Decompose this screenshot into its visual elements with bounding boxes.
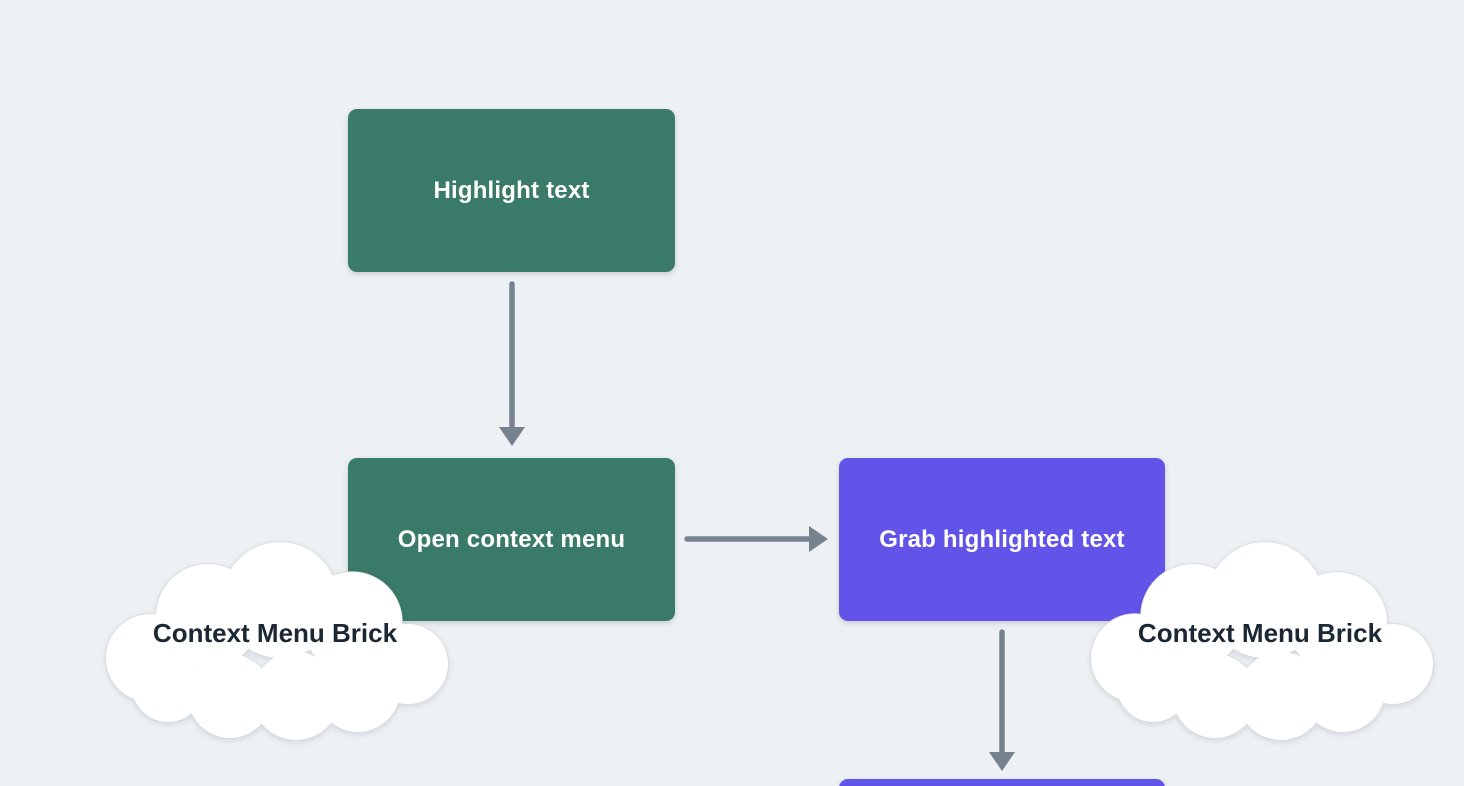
node-label: Grab highlighted text <box>879 525 1125 553</box>
node-label: Open context menu <box>397 525 626 553</box>
node-highlight-text[interactable]: Highlight text <box>348 109 675 272</box>
cloud-label: Context Menu Brick <box>152 618 398 648</box>
edge-grab-to-next <box>989 629 1015 771</box>
edge-open-to-grab <box>684 526 828 552</box>
edge-highlight-to-open <box>499 281 525 446</box>
cloud-annotation-right[interactable]: Context Menu Brick <box>1085 540 1435 745</box>
cloud-label: Context Menu Brick <box>1137 618 1383 648</box>
node-next-partial[interactable] <box>839 779 1165 786</box>
node-open-context-menu[interactable]: Open context menu <box>348 458 675 621</box>
cloud-annotation-left[interactable]: Context Menu Brick <box>100 540 450 745</box>
node-label: Highlight text <box>433 176 590 204</box>
node-grab-highlighted-text[interactable]: Grab highlighted text <box>839 458 1165 621</box>
